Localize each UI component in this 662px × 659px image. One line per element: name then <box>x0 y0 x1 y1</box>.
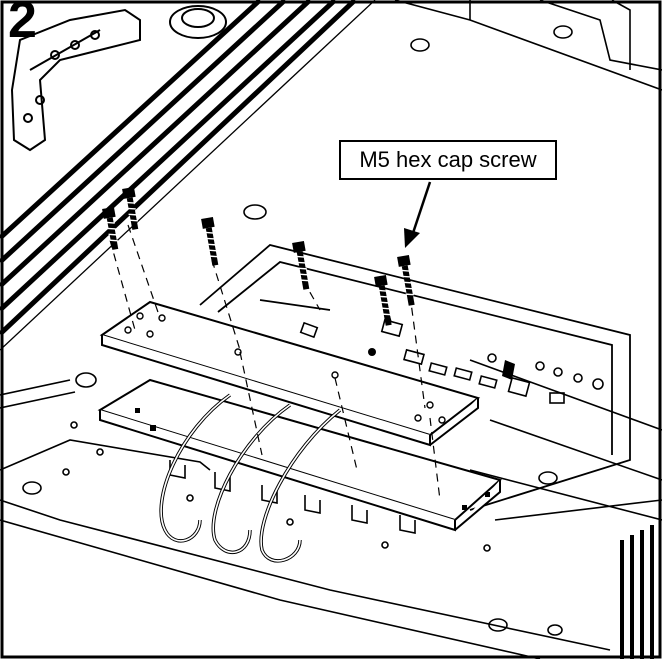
callout-label: M5 hex cap screw <box>339 140 557 180</box>
heat-sink-fins-right <box>620 525 654 659</box>
knob <box>169 5 227 39</box>
connector-recess <box>199 244 631 511</box>
mounting-bracket <box>99 300 481 447</box>
screw <box>102 186 415 326</box>
heat-sink-fins <box>0 0 357 336</box>
step-number: 2 <box>8 0 37 49</box>
connector-ports <box>299 318 604 404</box>
handle <box>10 8 141 152</box>
panel-holes <box>22 25 573 636</box>
callout-arrow <box>404 181 432 248</box>
